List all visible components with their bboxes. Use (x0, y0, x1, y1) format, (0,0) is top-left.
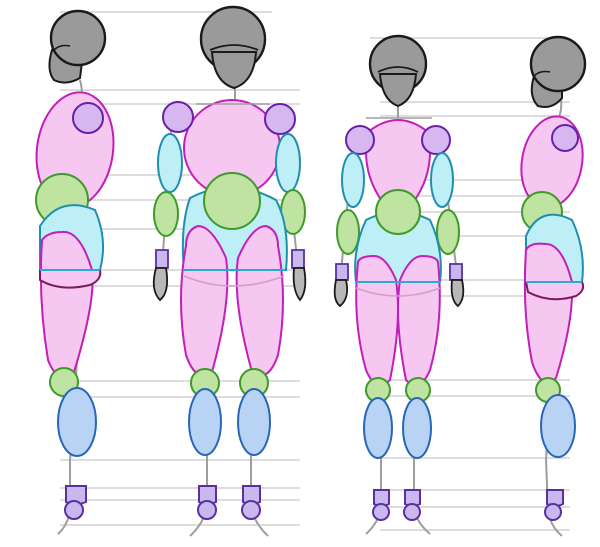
heel-circle (64, 500, 84, 520)
right-heel (403, 503, 421, 521)
left-upper-arm (157, 133, 183, 193)
right-heel (241, 500, 261, 520)
head (368, 34, 428, 108)
left-heel (197, 500, 217, 520)
left-forearm (153, 191, 179, 237)
right-shoulder-joint (421, 125, 451, 155)
right-shoulder-joint (264, 103, 296, 135)
left-thigh (355, 254, 399, 387)
face-shape (378, 73, 418, 108)
left-thigh (180, 224, 229, 377)
left-hand (335, 263, 349, 281)
cranium-circle (529, 35, 587, 93)
buttock-curve (525, 281, 585, 301)
right-hand (291, 249, 305, 269)
right-fingers (450, 279, 465, 308)
thigh-shape (523, 242, 574, 384)
right-upper-arm (430, 152, 454, 208)
thigh-shape (39, 230, 94, 378)
left-calf (188, 388, 222, 456)
shoulder-joint (551, 124, 579, 152)
calf-shape (540, 394, 576, 458)
head (199, 5, 267, 90)
figure-short-side-view (520, 35, 587, 537)
left-fingers (333, 279, 349, 308)
left-hand (155, 249, 169, 269)
left-upper-arm (341, 152, 365, 208)
proportion-guidelines (60, 11, 570, 531)
brow-line (53, 44, 71, 51)
waist-joint (203, 172, 261, 230)
left-forearm (336, 209, 360, 255)
buttock-curve (39, 269, 102, 289)
cranium-circle (49, 9, 107, 67)
brow-curve (377, 66, 419, 73)
figure-tall-side-view (35, 9, 115, 535)
right-thigh (397, 254, 441, 387)
left-heel (372, 503, 390, 521)
head (48, 9, 107, 84)
brow-curve (209, 44, 259, 51)
left-shoulder-joint (345, 125, 375, 155)
right-fingers (292, 267, 307, 302)
left-calf (363, 397, 393, 459)
head (529, 35, 587, 108)
calf-shape (57, 387, 97, 457)
right-calf (237, 388, 271, 456)
right-thigh (235, 224, 284, 377)
shoulder-joint (72, 102, 104, 134)
waist-joint (375, 189, 421, 235)
right-calf (402, 397, 432, 459)
hip-curve (355, 287, 441, 297)
hip-curve (183, 275, 285, 287)
heel-circle (544, 503, 562, 521)
face-shape (210, 51, 258, 90)
figure-short-front-view (333, 34, 465, 535)
brow-line (533, 70, 551, 77)
left-shoulder-joint (162, 101, 194, 133)
jaw-shape (48, 48, 84, 84)
left-fingers (152, 267, 169, 302)
figure-tall-front-view (152, 5, 307, 537)
right-upper-arm (275, 133, 301, 193)
right-hand (449, 263, 463, 281)
right-forearm (436, 209, 460, 255)
